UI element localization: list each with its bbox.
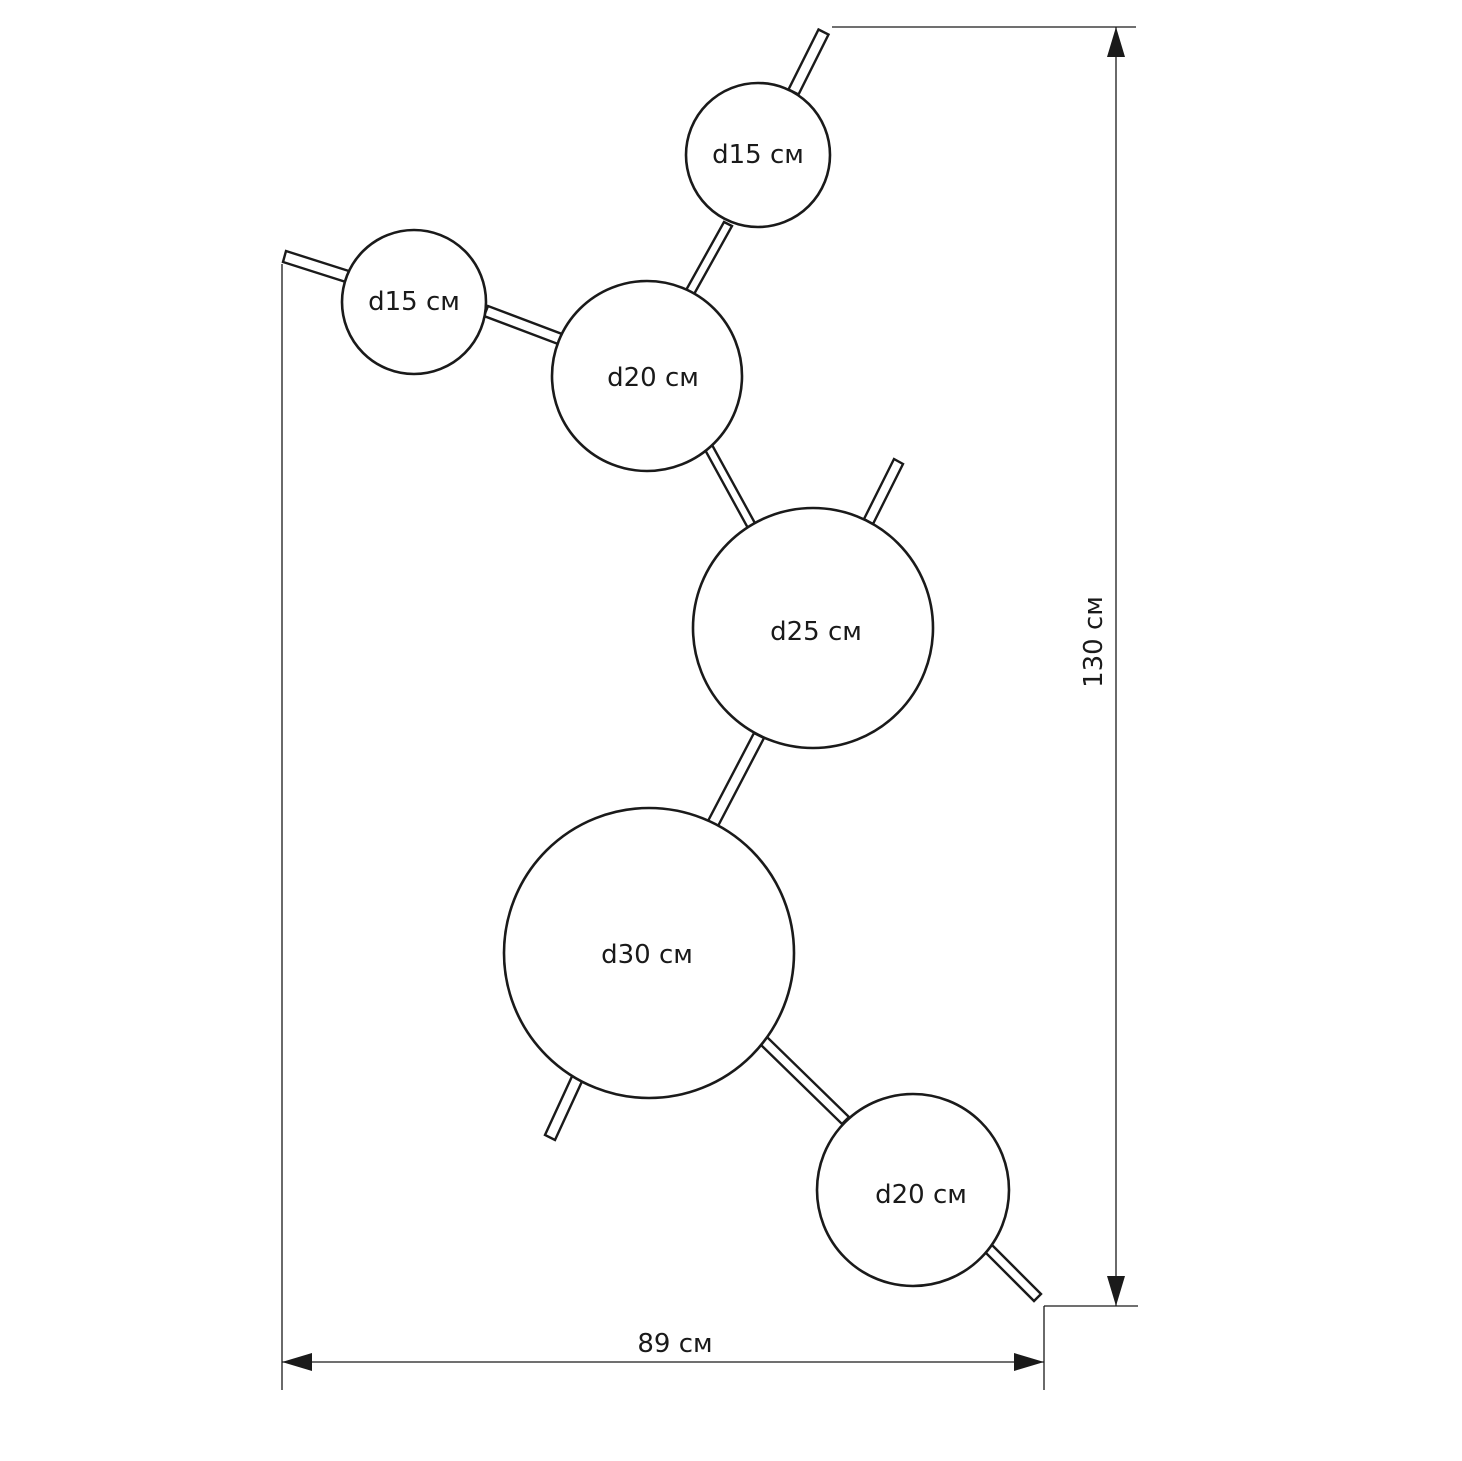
circle-label: d15 см — [712, 140, 804, 170]
rod-top-end — [786, 27, 831, 97]
rod-left-end — [281, 249, 354, 285]
arrow-up-icon — [1107, 27, 1125, 57]
rod-left-to-middle — [482, 304, 564, 346]
circles — [340, 81, 1011, 1288]
rod-biggest-lower-end — [543, 1070, 586, 1142]
rod-top-to-middle — [683, 220, 734, 298]
arrow-left-icon — [282, 1353, 312, 1371]
arrow-down-icon — [1107, 1276, 1125, 1306]
height-dimension: 130 см — [832, 26, 1138, 1307]
width-label: 89 см — [637, 1329, 712, 1359]
circle-label: d20 см — [607, 363, 699, 393]
height-label: 130 см — [1079, 596, 1109, 688]
rod-biggest-to-bottom — [757, 1034, 851, 1126]
circle-label: d15 см — [368, 287, 460, 317]
rod-large-upper-end — [862, 457, 905, 526]
circle-d15-top — [684, 81, 832, 229]
width-dimension: 89 см — [281, 264, 1045, 1390]
arrow-right-icon — [1014, 1353, 1044, 1371]
circle-d20-bottom — [815, 1092, 1011, 1288]
rod-large-to-biggest — [706, 731, 766, 828]
circle-d30 — [502, 806, 796, 1100]
circle-labels: d15 см d15 см d20 см d25 см d30 см d20 с… — [368, 140, 967, 1210]
circle-d15-left — [340, 228, 488, 376]
circle-label: d20 см — [875, 1180, 967, 1210]
circle-label: d25 см — [770, 617, 862, 647]
connecting-rods — [281, 27, 1043, 1303]
circle-d25 — [691, 506, 935, 750]
rod-middle-to-large — [702, 441, 758, 532]
circle-label: d30 см — [601, 940, 693, 970]
circle-d20-middle — [550, 279, 744, 473]
rod-bottom-end — [983, 1243, 1043, 1303]
